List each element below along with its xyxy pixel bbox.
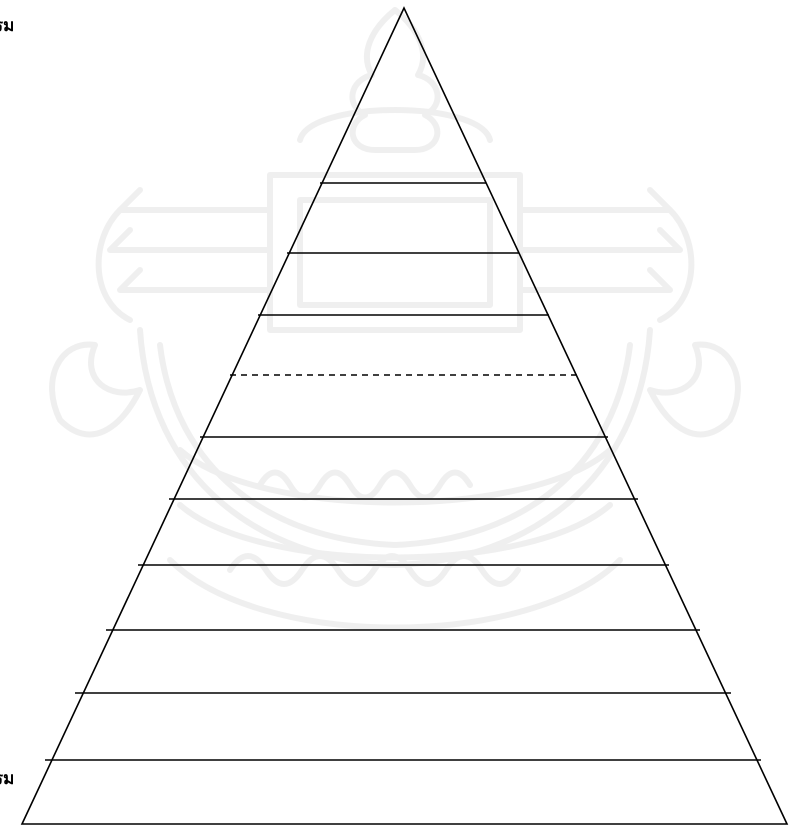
top-left-label: รม <box>0 12 14 39</box>
bottom-left-label: รม <box>0 765 14 792</box>
pyramid-outline <box>22 8 787 824</box>
